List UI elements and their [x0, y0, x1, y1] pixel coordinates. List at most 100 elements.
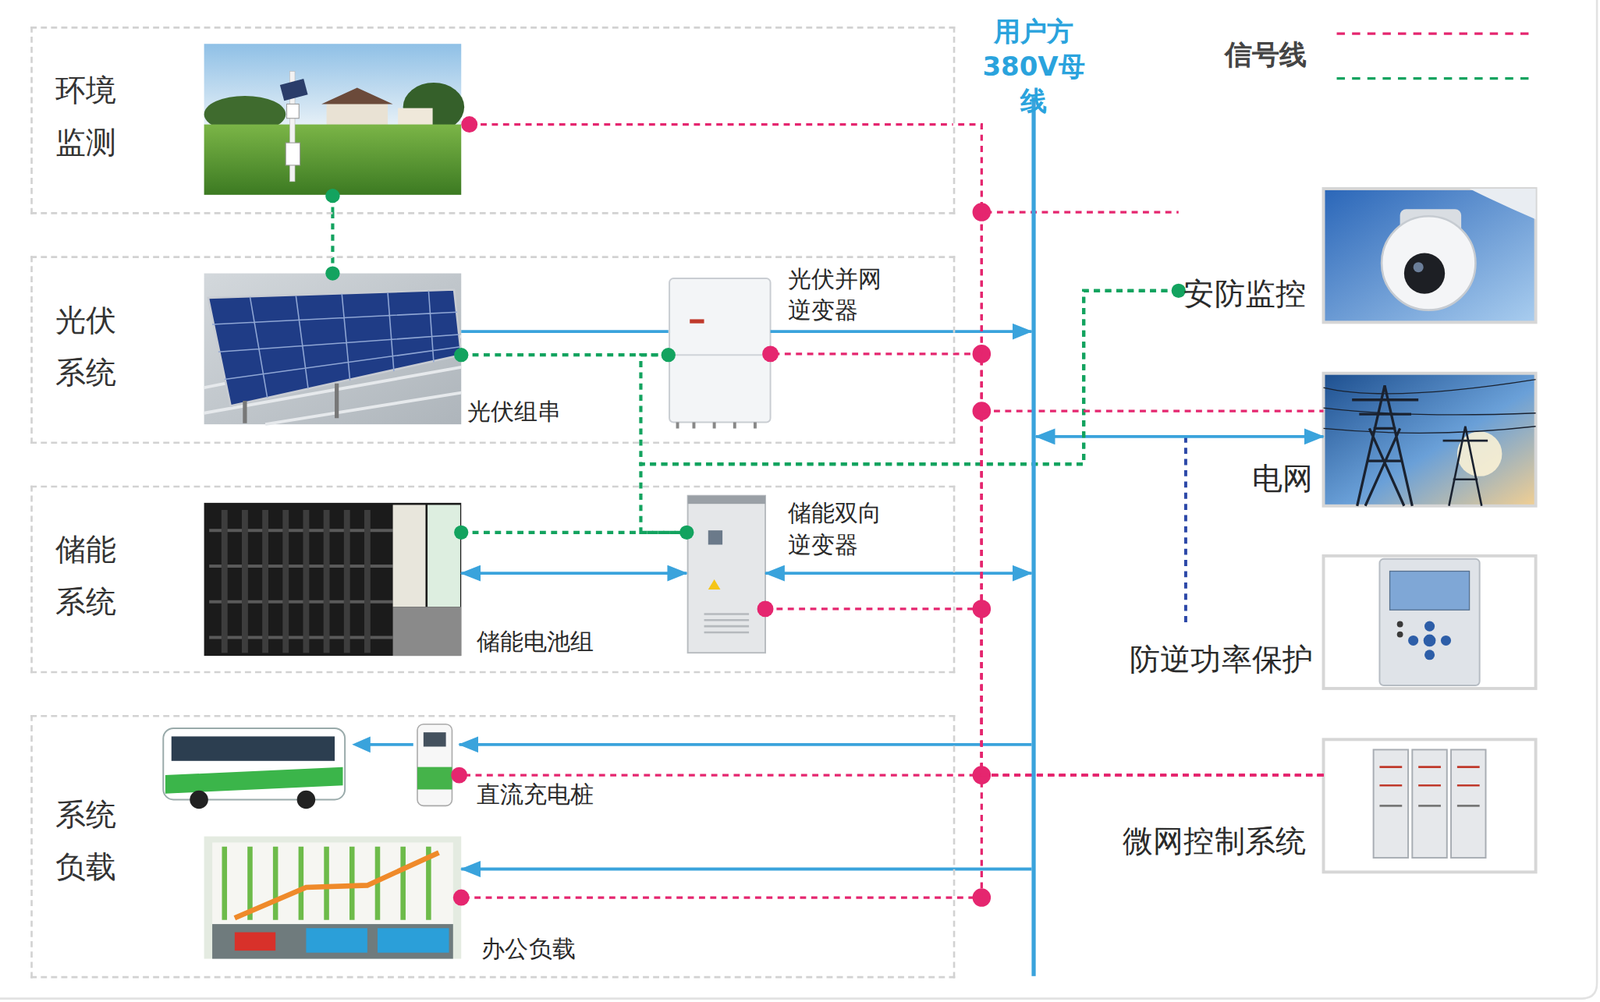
- bus-body: [163, 728, 345, 801]
- label-text: 光伏组串: [467, 395, 561, 428]
- label-text: 系统 负载: [55, 787, 128, 892]
- relay-button: [1408, 635, 1419, 646]
- cabinet-switches: [1379, 805, 1480, 808]
- camera-photo: [1323, 188, 1537, 323]
- battery-cells: [224, 510, 368, 653]
- cabinet-body: [688, 496, 766, 653]
- dc-charger: 直流充电桩: [413, 722, 460, 809]
- power-line: [459, 743, 1033, 747]
- bus-wheel: [189, 791, 209, 810]
- house-roof: [321, 87, 394, 104]
- cabinet: [393, 504, 426, 607]
- relay-body: [1379, 559, 1480, 686]
- relay-led: [1397, 631, 1404, 639]
- power-line: [1035, 435, 1324, 439]
- house: [397, 108, 433, 128]
- relay-button: [1424, 621, 1435, 632]
- power-line: [367, 743, 414, 747]
- cabinet-screen: [708, 530, 723, 545]
- signal-line: [770, 354, 1324, 776]
- relay-button: [1424, 649, 1435, 660]
- group-box: 环境 监测: [32, 28, 954, 213]
- battery-rack: [204, 503, 462, 657]
- cabinet-top: [688, 496, 766, 504]
- label-text: 用户方 380V母线: [969, 15, 1098, 120]
- label-text: 储能双向 逆变器: [787, 497, 891, 561]
- power-grid: 电网: [1323, 373, 1537, 507]
- group-box: 储能 系统储能电池组储能双向 逆变器: [32, 487, 954, 671]
- label-text: 防逆功率保护: [1119, 638, 1314, 679]
- label-text: 信号线: [1224, 36, 1308, 73]
- bus-stripe: [165, 767, 344, 795]
- power-line: [461, 329, 669, 334]
- inverter-logo: [689, 319, 704, 323]
- signal-line: [640, 290, 1178, 465]
- office-facade: [212, 842, 454, 925]
- group-box: 系统 负载 直流充电桩办公负载: [32, 717, 954, 977]
- protection-signal: [1184, 436, 1188, 628]
- cabinet: [427, 504, 461, 607]
- signal-leader: [469, 123, 954, 126]
- relay-photo: [1323, 556, 1537, 689]
- panel-grid: [212, 290, 461, 398]
- control-cabinet: [1450, 749, 1486, 859]
- warning-sign: [708, 579, 721, 590]
- control-cabinet: [1411, 749, 1447, 859]
- busbar: 用户方 380V母线: [1031, 96, 1036, 977]
- cabinet-meters: [1379, 767, 1480, 787]
- power-line: [1323, 379, 1537, 434]
- floor: [393, 606, 462, 657]
- pylon: [1351, 385, 1419, 506]
- bus-wheel: [297, 791, 316, 810]
- label-text: 电网: [1241, 457, 1314, 498]
- charger-screen: [423, 732, 447, 747]
- anti-reverse-relay: 防逆功率保护: [1323, 556, 1537, 689]
- label-text: 光伏 系统: [55, 293, 128, 398]
- inverter-body: [669, 278, 770, 423]
- cabinet-vent: [704, 613, 750, 633]
- microgrid-controller: 微网控制系统: [1323, 739, 1537, 873]
- inverter-ports: [677, 422, 756, 430]
- parked-bus: [377, 928, 450, 953]
- office-load: 办公负载: [204, 837, 462, 960]
- grid-photo: [1323, 373, 1537, 507]
- house: [326, 102, 388, 127]
- controller-photo: [1323, 739, 1537, 873]
- label-text: 光伏并网 逆变器: [787, 262, 891, 327]
- power-line: [770, 329, 1033, 334]
- signal-dot: [325, 188, 340, 203]
- charger-body: [417, 724, 452, 807]
- parked-bus: [305, 928, 367, 953]
- sensor-box: [287, 103, 300, 118]
- relay-screen: [1390, 571, 1470, 611]
- solar-panel: [208, 289, 462, 406]
- label-text: 储能电池组: [476, 625, 594, 658]
- legend-sample: [1337, 77, 1532, 80]
- office-ground: [212, 924, 454, 959]
- signal-line: [461, 775, 1324, 898]
- storage-inverter: 储能双向 逆变器: [686, 494, 766, 653]
- label-text: 安防监控: [1183, 273, 1306, 313]
- power-line: [765, 571, 1032, 575]
- label-text: 办公负载: [481, 933, 575, 965]
- camera-lens: [1404, 252, 1445, 294]
- battery-bank: 储能电池组: [204, 503, 462, 657]
- inverter-seam: [671, 354, 769, 356]
- sensor-box: [285, 142, 300, 166]
- relay-button: [1440, 635, 1451, 646]
- group-box: 光伏 系统光伏组串 光伏并网 逆变器: [32, 258, 954, 442]
- roof: [204, 273, 462, 426]
- charger-stripe: [417, 767, 452, 791]
- label-text: 环境 监测: [55, 63, 128, 168]
- pv-inverter: 光伏并网 逆变器: [668, 277, 771, 424]
- label-text: 储能 系统: [55, 522, 128, 627]
- signal-line: [953, 124, 1324, 777]
- camera-mount: [1469, 188, 1537, 220]
- control-cabinet: [1373, 749, 1409, 859]
- relay-button: [1423, 635, 1437, 648]
- signal-line: [330, 212, 334, 274]
- power-line: [461, 867, 1032, 871]
